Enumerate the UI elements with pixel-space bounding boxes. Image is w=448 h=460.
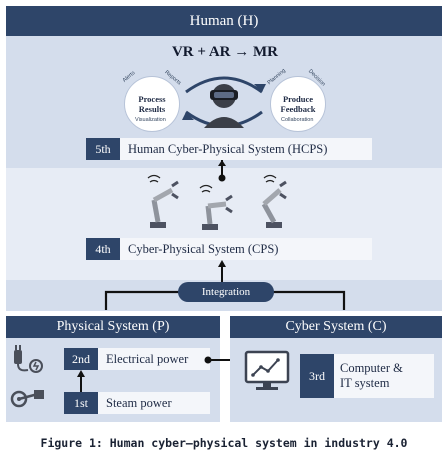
vr-user-illustration [182, 76, 266, 128]
robot-arm-icon [147, 174, 179, 228]
level-5-number: 5th [86, 138, 120, 160]
steam-engine-icon [10, 390, 44, 408]
produce-feedback-line2: Feedback [280, 104, 316, 114]
upper-arrow-head [254, 84, 266, 92]
robot-arm-icon [261, 174, 287, 228]
produce-feedback-line1: Produce [282, 94, 314, 104]
level-5-label: Human Cyber-Physical System (HCPS) [120, 138, 372, 160]
integration-pill: Integration [178, 282, 274, 302]
human-title: Human (H) [6, 6, 442, 36]
connector-5-to-4 [218, 160, 226, 182]
process-results-circle: Process Results [124, 76, 180, 132]
process-results-line2: Results [138, 104, 166, 114]
visualization-tag: Visualization [135, 117, 166, 123]
physical-system-title: Physical System (P) [6, 316, 220, 338]
level-4-number: 4th [86, 238, 120, 260]
level-3-label: Computer & IT system [334, 354, 434, 398]
level-1-box: 1st Steam power [64, 392, 210, 414]
figure-caption: Figure 1: Human cyber–physical system in… [40, 436, 408, 450]
level-2-label: Electrical power [98, 348, 210, 370]
cyber-system-title: Cyber System (C) [230, 316, 442, 338]
connector-1-to-2 [77, 370, 85, 392]
vr-ar-mr-headline: VR + AR → MR [171, 44, 279, 60]
level-2-box: 2nd Electrical power [64, 348, 210, 370]
level-4-box: 4th Cyber-Physical System (CPS) [86, 238, 372, 260]
vr-headset-user-icon [204, 84, 244, 128]
process-results-line1: Process [138, 94, 166, 104]
collaboration-tag: Collaboration [281, 117, 314, 123]
lower-arrow-head [182, 112, 194, 120]
plug-icon [14, 345, 43, 373]
produce-feedback-circle: Produce Feedback [270, 76, 326, 132]
level-4-label: Cyber-Physical System (CPS) [120, 238, 372, 260]
level-3-label-line2: IT system [340, 376, 390, 390]
upper-cycle-arrow [185, 76, 263, 94]
robot-arms-illustration [147, 174, 287, 230]
cps-band [6, 168, 442, 280]
level-1-number: 1st [64, 392, 98, 414]
computer-monitor-icon [244, 350, 290, 390]
level-3-box: 3rd Computer & IT system [300, 354, 434, 398]
level-3-number: 3rd [300, 354, 334, 398]
connector-integration-to-4 [218, 260, 226, 282]
level-5-box: 5th Human Cyber-Physical System (HCPS) [86, 138, 372, 160]
level-2-number: 2nd [64, 348, 98, 370]
level-1-label: Steam power [98, 392, 210, 414]
level-3-label-line1: Computer & [340, 361, 403, 375]
robot-arm-icon [199, 184, 233, 230]
